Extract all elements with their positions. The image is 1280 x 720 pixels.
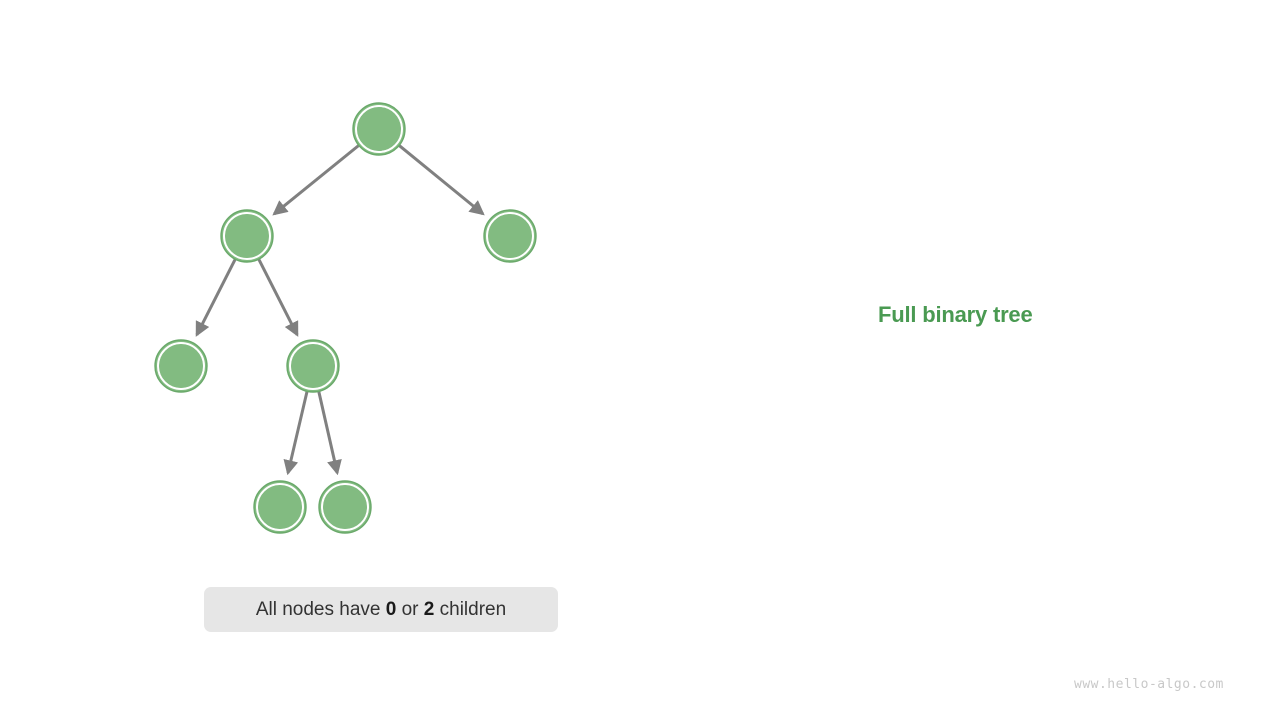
tree-edge	[283, 390, 309, 476]
caption-middle: or	[396, 598, 424, 620]
caption-box: All nodes have 0 or 2 children	[204, 587, 558, 632]
edge-layer	[195, 143, 485, 476]
tree-node[interactable]	[154, 339, 208, 393]
page-title: Full binary tree	[878, 302, 1033, 327]
tree-node[interactable]	[483, 209, 537, 263]
tree-node-inner-ring	[355, 105, 403, 153]
tree-edge	[256, 257, 299, 337]
tree-edge	[397, 143, 485, 216]
tree-node-inner-ring	[289, 342, 337, 390]
node-layer	[154, 102, 537, 534]
watermark: www.hello-algo.com	[1074, 677, 1224, 692]
caption-value-two: 2	[423, 598, 435, 620]
tree-edge	[272, 143, 361, 216]
tree-node-disc	[225, 214, 269, 258]
tree-node[interactable]	[253, 480, 307, 534]
tree-node-disc	[258, 485, 302, 529]
caption-prefix: All nodes have	[255, 598, 386, 620]
tree-edge	[195, 257, 238, 337]
tree-node-disc	[357, 107, 401, 151]
caption-suffix: children	[434, 598, 507, 620]
tree-edge	[317, 390, 342, 476]
caption-text: All nodes have 0 or 2 children	[256, 599, 506, 621]
tree-node[interactable]	[286, 339, 340, 393]
tree-node-inner-ring	[256, 483, 304, 531]
tree-node[interactable]	[318, 480, 372, 534]
tree-node-disc	[323, 485, 367, 529]
tree-node-inner-ring	[486, 212, 534, 260]
tree-node-inner-ring	[321, 483, 369, 531]
tree-node-inner-ring	[157, 342, 205, 390]
tree-node[interactable]	[352, 102, 406, 156]
tree-node-disc	[488, 214, 532, 258]
tree-node-disc	[291, 344, 335, 388]
tree-node-disc	[159, 344, 203, 388]
tree-node-inner-ring	[223, 212, 271, 260]
caption-value-zero: 0	[385, 598, 397, 620]
tree-node[interactable]	[220, 209, 274, 263]
